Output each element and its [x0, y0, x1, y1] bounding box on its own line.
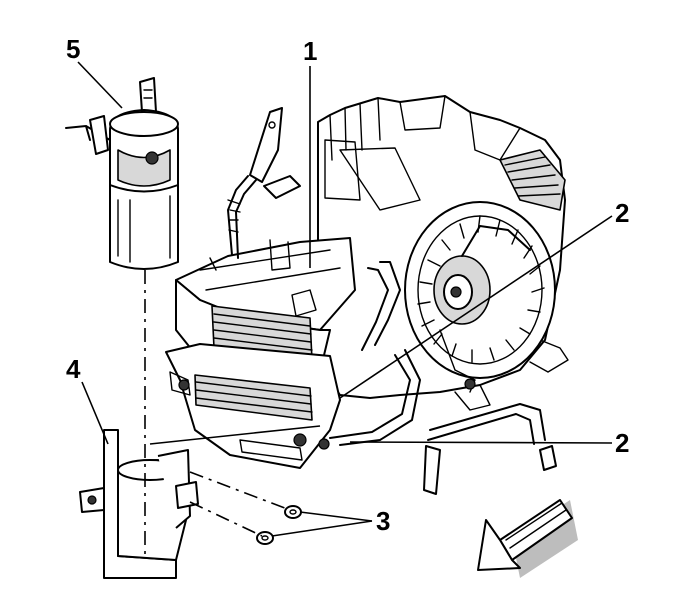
alignment-lines [144, 270, 291, 555]
callout-3: 3 [376, 506, 390, 536]
callout-1: 1 [303, 36, 317, 66]
accumulator [65, 77, 179, 270]
callout-4: 4 [66, 354, 81, 384]
front-direction-arrow-icon [477, 499, 578, 578]
accumulator-bracket [79, 429, 199, 579]
mounting-nuts [256, 505, 302, 545]
callout-5: 5 [66, 34, 80, 64]
callout-2-upper: 2 [615, 198, 629, 228]
callout-2-lower: 2 [615, 428, 629, 458]
leader-lines [77, 61, 613, 537]
blower-motor [404, 201, 556, 393]
